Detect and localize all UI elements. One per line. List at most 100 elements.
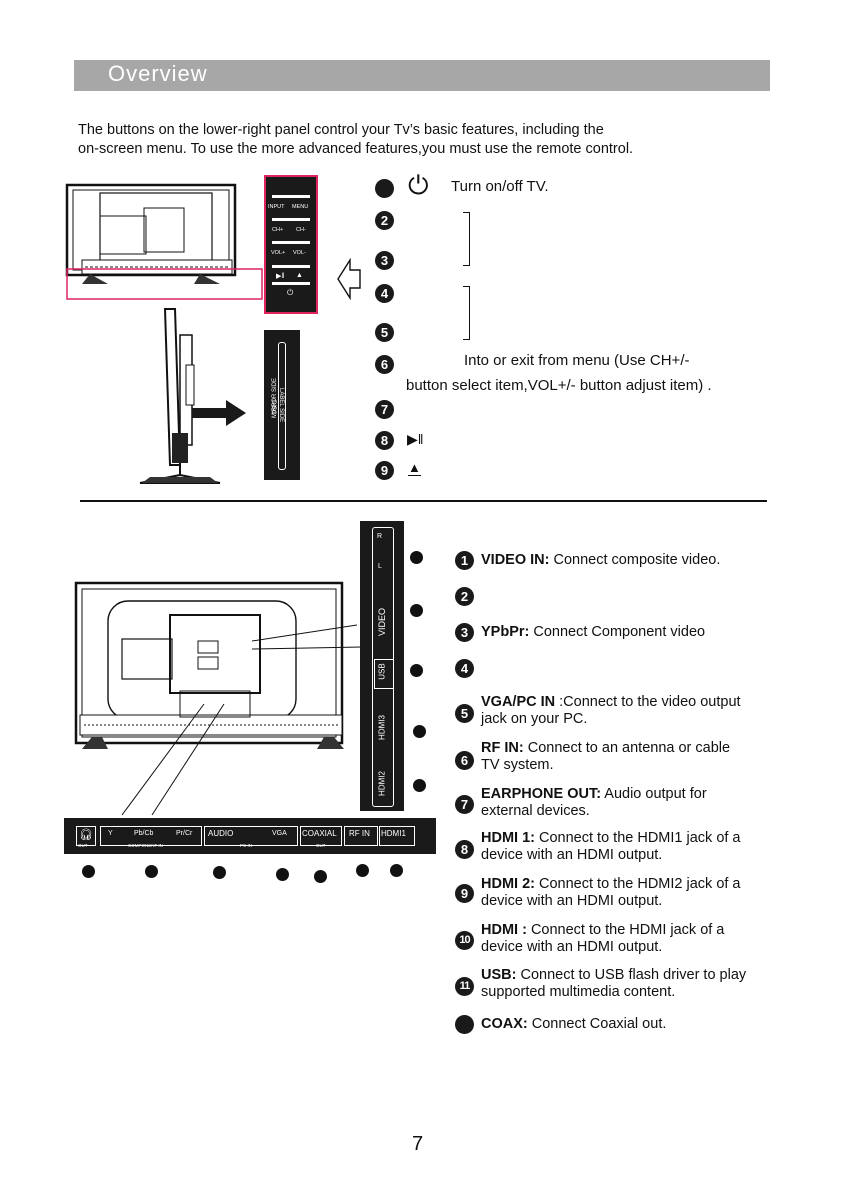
connector-5-desc-2: jack on your PC. [481,711,588,727]
connector-10-label: HDMI : [481,922,527,938]
connector-7-label: EARPHONE OUT: [481,786,602,802]
bottom-callout-dot [356,864,369,877]
bottom-callout-dot [82,865,95,878]
item-2-marker: 2 [375,211,394,230]
bracket-4-5 [463,286,470,340]
connector-12-label: COAX: [481,1016,528,1032]
pc-in-label: PC IN [240,843,253,848]
connector-12-text: COAX: Connect Coaxial out. [481,1016,666,1033]
bottom-connector-panel: 🎧︎ OUT Y Pb/Cb Pr/Cr COMPONENT IN AUDIO … [64,818,436,854]
connector-3-text: YPbPr: Connect Component video [481,624,705,641]
coaxial-label: COAXIAL [302,829,337,838]
menu-button-label: MENU [292,204,309,210]
connector-1-text: VIDEO IN: Connect composite video. [481,552,720,569]
pbcb-label: Pb/Cb [134,830,154,837]
component-in-label: COMPONENT IN [128,843,163,848]
connector-9-desc-2: device with an HDMI output. [481,893,663,909]
side-callout-dot [410,664,423,677]
left-arrow-icon [337,258,361,300]
connector-8-desc: Connect to the HDMI1 jack of a [539,830,741,846]
connector-9-desc: Connect to the HDMI2 jack of a [539,876,741,892]
tv-back-illustration-top [65,183,263,300]
audio-l-label: L [378,563,382,570]
item-8-marker: 8 [375,431,394,450]
connector-10-desc: Connect to the HDMI jack of a [530,922,725,938]
connector-12-desc: Connect Coaxial out. [531,1016,667,1032]
connector-3-label: YPbPr: [481,624,530,640]
vol-minus-label: VOL- [293,250,306,256]
connector-11-desc: Connect to USB flash driver to play [520,967,747,983]
usb-label: USB [377,663,387,680]
tv-side-illustration [139,308,221,484]
connector-10-desc-2: device with an HDMI output. [481,939,663,955]
rf-in-label: RF IN [349,829,370,838]
prcr-label: Pr/Cr [176,830,193,837]
mirror-side-text: MIRROR SIDE [272,377,278,418]
connector-8-marker: 8 [455,840,474,859]
video-label: VIDEO [377,608,387,637]
play-pause-icon-legend: ▶‖ [407,431,424,447]
control-button-panel: INPUT MENU CH+ CH- VOL+ VOL- ▶‖ ▲ ⏻ [264,175,318,314]
connector-9-label: HDMI 2: [481,876,535,892]
bottom-callout-dot [145,865,158,878]
audio-r-label: R [377,533,383,540]
connector-12-marker [455,1015,474,1034]
connector-11-text: USB: Connect to USB flash driver to play… [481,967,746,1001]
side-callout-dot [410,604,423,617]
connector-11-marker: 11 [455,977,474,996]
coaxial-out-label: OUT [316,843,326,848]
bottom-callout-dot [276,868,289,881]
vga-label: VGA [272,830,287,837]
bottom-callout-dot [390,864,403,877]
eject-icon-legend: ▲ [408,460,421,476]
side-callout-dot [413,725,426,738]
connector-7-desc-2: external devices. [481,803,590,819]
bottom-callout-dot [314,870,327,883]
connector-7-marker: 7 [455,795,474,814]
connector-1-label: VIDEO IN: [481,552,550,568]
connector-11-label: USB: [481,967,517,983]
eject-icon: ▲ [296,272,303,279]
side-callout-dot [410,551,423,564]
connector-10-marker: 10 [455,931,474,950]
intro-line-2: on-screen menu. To use the more advanced… [78,141,634,157]
section-divider [80,500,767,502]
side-callout-dot [413,779,426,792]
item-6-text-line-2: button select item,VOL+/- button adjust … [406,377,712,394]
connector-1-marker: 1 [455,551,474,570]
disc-slot-panel: LABEL SIDE DISC MIRROR SIDE [264,330,300,480]
tv-back-illustration-bottom [74,581,362,816]
panel-power-icon: ⏻ [287,288,294,297]
item-4-marker: 4 [375,284,394,303]
connector-5-label: VGA/PC IN [481,694,556,710]
input-button-label: INPUT [268,204,285,210]
connector-5-desc: :Connect to the video output [559,694,741,710]
connector-2-marker: 2 [455,587,474,606]
y-label: Y [108,830,113,837]
connector-11-desc-2: supported multimedia content. [481,984,676,1000]
connector-7-desc: Audio output for [604,786,707,802]
item-6-text: Into or exit from menu (Use CH+/- [464,352,690,369]
bracket-2-3 [463,212,470,266]
label-side-text: LABEL SIDE [278,388,284,423]
page-number: 7 [412,1133,424,1155]
earphone-out-label: OUT [78,843,88,848]
item-7-marker: 7 [375,400,394,419]
connector-6-desc: Connect to an antenna or cable [527,740,731,756]
section-title: Overview [108,61,208,86]
ch-plus-label: CH+ [272,227,284,233]
section-title-bar: Overview [74,60,770,91]
connector-8-desc-2: device with an HDMI output. [481,847,663,863]
item-6-marker: 6 [375,355,394,374]
item-9-marker: 9 [375,461,394,480]
hdmi1-label: HDMI1 [381,829,406,838]
bottom-callout-dot [213,866,226,879]
item-1-text: Turn on/off TV. [451,178,549,195]
connector-9-marker: 9 [455,884,474,903]
intro-paragraph: The buttons on the lower-right panel con… [78,121,778,159]
